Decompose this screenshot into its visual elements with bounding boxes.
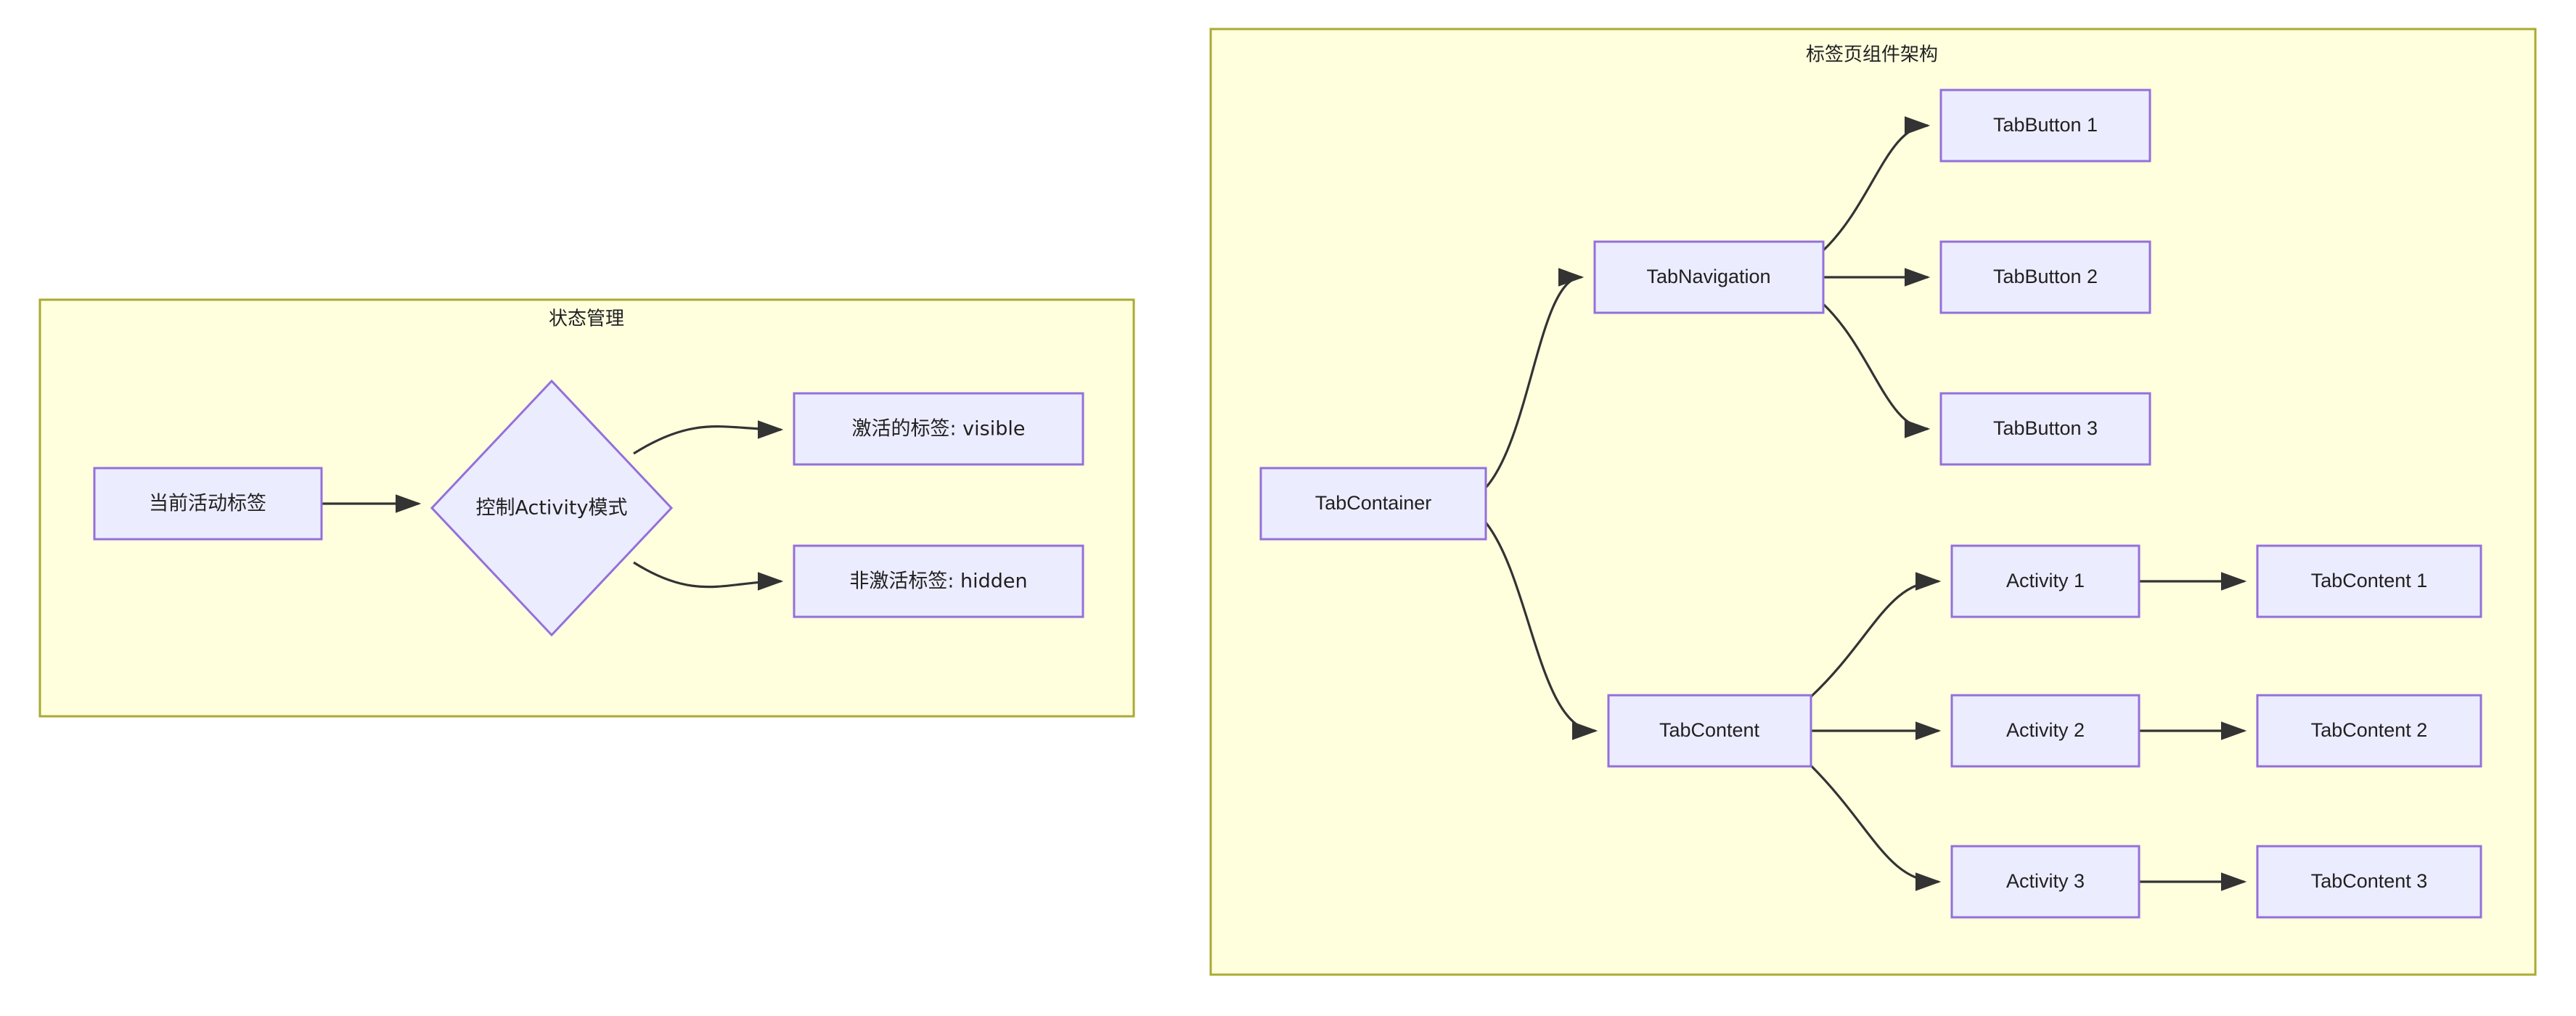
edge-content-to-activity3 bbox=[1810, 764, 1942, 891]
node-shape-tab-button-3[interactable] bbox=[1939, 392, 2151, 466]
node-shape-tab-content-2[interactable] bbox=[2256, 694, 2482, 768]
cluster-title-state-management: 状态管理 bbox=[549, 308, 624, 330]
node-shape-active-tab-visible[interactable] bbox=[793, 392, 1084, 466]
node-label-tab-container: TabContainer bbox=[1315, 492, 1432, 514]
edge-decision-to-visible bbox=[633, 420, 784, 455]
node-inactive-tab-hidden[interactable]: 非激活标签: hidden bbox=[793, 544, 1084, 618]
node-label-inactive-tab-hidden: 非激活标签: hidden bbox=[849, 570, 1027, 593]
node-tab-content-3[interactable]: TabContent 3 bbox=[2256, 845, 2482, 919]
node-shape-tab-button-1[interactable] bbox=[1939, 89, 2151, 163]
node-shape-tab-content-1[interactable] bbox=[2256, 544, 2482, 618]
node-shape-current-active-tab[interactable] bbox=[93, 467, 323, 541]
node-shape-tab-content[interactable] bbox=[1607, 694, 1812, 768]
node-tab-content-2[interactable]: TabContent 2 bbox=[2256, 694, 2482, 768]
edge-navigation-to-button1 bbox=[1822, 116, 1931, 252]
node-tab-button-3[interactable]: TabButton 3 bbox=[1939, 392, 2151, 466]
node-label-activity-1: Activity 1 bbox=[2006, 570, 2085, 591]
node-label-tab-button-2: TabButton 2 bbox=[1993, 266, 2098, 287]
node-label-activity-2: Activity 2 bbox=[2006, 719, 2085, 741]
edge-container-to-content bbox=[1484, 522, 1598, 740]
node-label-current-active-tab: 当前活动标签 bbox=[149, 493, 266, 515]
node-shape-tab-container[interactable] bbox=[1259, 467, 1487, 541]
node-tab-navigation[interactable]: TabNavigation bbox=[1593, 240, 1825, 314]
node-shape-activity-2[interactable] bbox=[1950, 694, 2140, 768]
node-active-tab-visible[interactable]: 激活的标签: visible bbox=[793, 392, 1084, 466]
edge-container-to-navigation bbox=[1484, 268, 1585, 489]
node-label-tab-content-2: TabContent 2 bbox=[2311, 719, 2428, 741]
edges-layer bbox=[322, 116, 2247, 891]
node-label-control-activity-mode: 控制Activity模式 bbox=[476, 497, 628, 520]
node-label-tab-content-3: TabContent 3 bbox=[2311, 870, 2428, 892]
node-shape-control-activity-mode[interactable] bbox=[430, 379, 674, 637]
node-shape-activity-1[interactable] bbox=[1950, 544, 2140, 618]
node-shape-tab-button-2[interactable] bbox=[1939, 240, 2151, 314]
node-shape-tab-content-3[interactable] bbox=[2256, 845, 2482, 919]
node-tab-content-1[interactable]: TabContent 1 bbox=[2256, 544, 2482, 618]
edge-content-to-activity1 bbox=[1810, 572, 1942, 698]
node-activity-3[interactable]: Activity 3 bbox=[1950, 845, 2140, 919]
edge-decision-to-hidden bbox=[633, 561, 784, 591]
node-label-tab-button-3: TabButton 3 bbox=[1993, 417, 2098, 439]
node-tab-container[interactable]: TabContainer bbox=[1259, 467, 1487, 541]
node-control-activity-mode[interactable]: 控制Activity模式 bbox=[430, 379, 674, 637]
node-label-tab-content: TabContent bbox=[1659, 719, 1760, 741]
node-tab-content[interactable]: TabContent bbox=[1607, 694, 1812, 768]
node-tab-button-2[interactable]: TabButton 2 bbox=[1939, 240, 2151, 314]
node-label-tab-button-1: TabButton 1 bbox=[1993, 114, 2098, 136]
edge-navigation-to-button3 bbox=[1822, 303, 1931, 438]
node-label-activity-3: Activity 3 bbox=[2006, 870, 2085, 892]
node-shape-tab-navigation[interactable] bbox=[1593, 240, 1825, 314]
node-shape-activity-3[interactable] bbox=[1950, 845, 2140, 919]
node-activity-2[interactable]: Activity 2 bbox=[1950, 694, 2140, 768]
node-current-active-tab[interactable]: 当前活动标签 bbox=[93, 467, 323, 541]
node-activity-1[interactable]: Activity 1 bbox=[1950, 544, 2140, 618]
cluster-title-tab-architecture: 标签页组件架构 bbox=[1806, 44, 1938, 66]
node-shape-inactive-tab-hidden[interactable] bbox=[793, 544, 1084, 618]
nodes-layer: 当前活动标签 控制Activity模式 激活的标签: visible 非激活标签: h… bbox=[93, 89, 2482, 919]
node-label-tab-content-1: TabContent 1 bbox=[2311, 570, 2428, 591]
node-label-active-tab-visible: 激活的标签: visible bbox=[852, 418, 1026, 441]
node-tab-button-1[interactable]: TabButton 1 bbox=[1939, 89, 2151, 163]
node-label-tab-navigation: TabNavigation bbox=[1646, 266, 1770, 287]
